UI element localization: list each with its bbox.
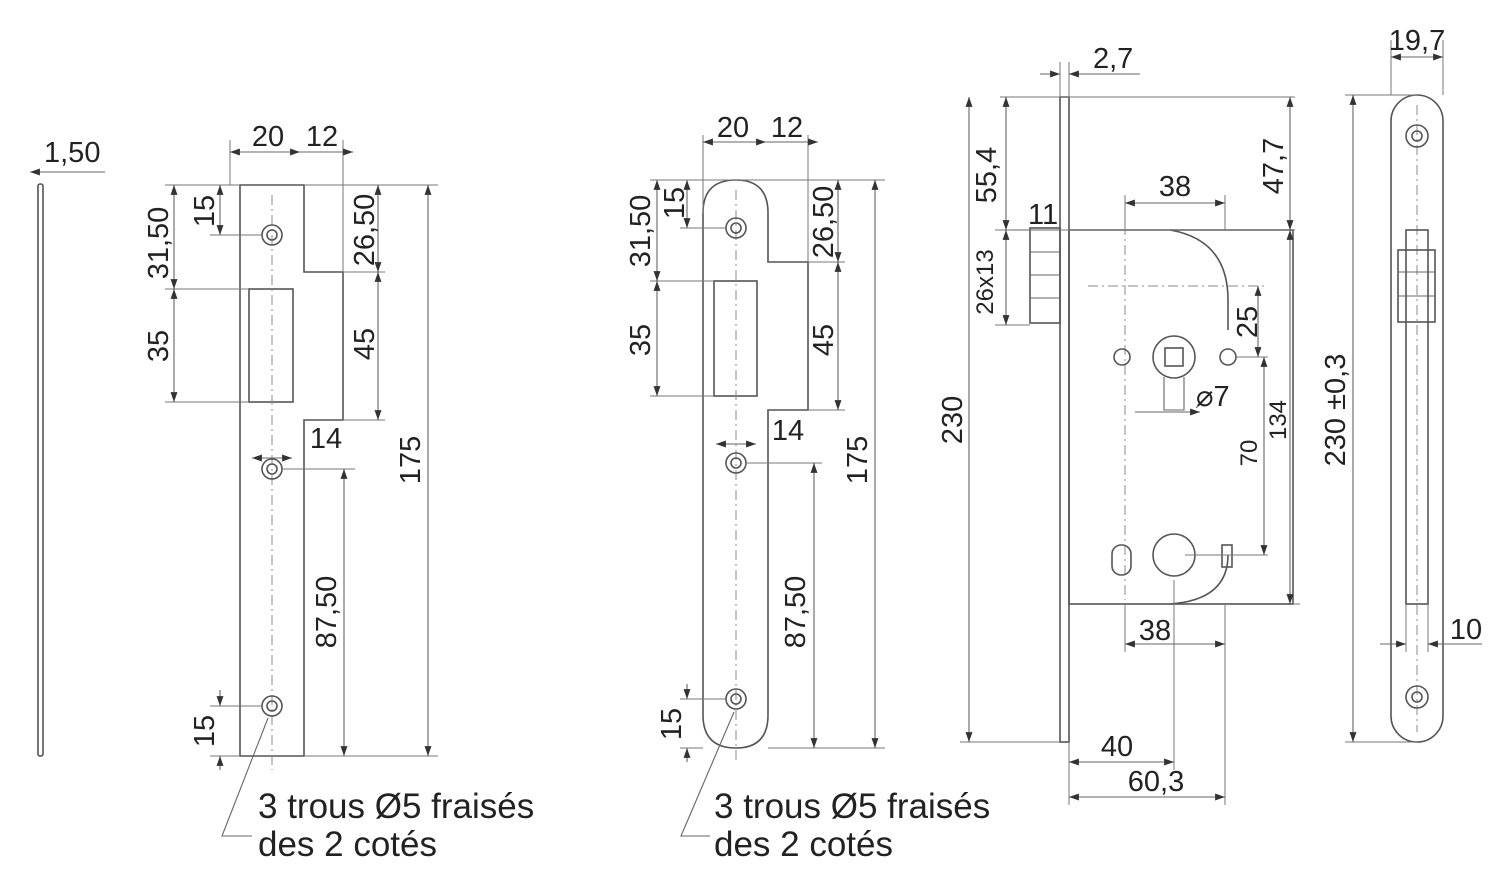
lip-top-label: 26,50 (808, 186, 840, 259)
lower-span-label: 87,50 (780, 576, 812, 649)
bolt-width-label: 10 (1450, 614, 1482, 646)
case-depth-label: 60,3 (1128, 766, 1184, 798)
to-opening-label: 31,50 (625, 195, 657, 268)
overall-height-label: 230 (937, 396, 969, 444)
bottom-hole-label: 15 (189, 715, 221, 747)
lock-faceplate-edge (1059, 96, 1070, 743)
top-to-latch-label: 55,4 (971, 147, 1003, 203)
holes-note-line2: des 2 cotés (714, 825, 893, 864)
latch-bolt (1029, 227, 1061, 324)
latch-opening (248, 288, 294, 403)
faceplate-latch-opening (1397, 249, 1436, 323)
backset-label: 40 (1101, 731, 1133, 763)
strike-plate-rounded: 20 12 15 31,50 35 26,50 45 14 175 87,50 … (625, 112, 990, 864)
latch-size-label: 26x13 (972, 249, 999, 314)
fixing-hole-upper (1113, 348, 1131, 366)
top-hole-label: 15 (659, 187, 691, 219)
holes-note-line1: 3 trous Ø5 fraisés (714, 787, 990, 826)
latch-mechanism (1169, 229, 1229, 330)
lock-body-side-view: 2,7 55,4 11 26x13 230 47,7 38 25 ⌀7 134 … (937, 43, 1300, 805)
plate-outline (702, 179, 809, 749)
note-leader (680, 711, 735, 837)
bottom-hole-label: 15 (656, 708, 688, 740)
holes-note-line2: des 2 cotés (258, 825, 437, 864)
spindle-follower (1152, 335, 1196, 411)
lip-top-label: 26,50 (349, 194, 381, 267)
lower-span-label: 87,50 (311, 576, 343, 649)
plate-outline (239, 184, 344, 757)
strike-plate-flat: 20 12 15 31,50 35 26,50 45 14 175 87,50 … (143, 121, 534, 864)
lip-label: 45 (349, 328, 381, 360)
plate-edge (37, 183, 44, 757)
faceplate-height-label: 230 ±0,3 (1320, 354, 1352, 467)
faceplate-screw-top (1405, 124, 1429, 148)
width-right-label: 12 (771, 112, 803, 144)
holes-note-line1: 3 trous Ø5 fraisés (258, 787, 534, 826)
lip-offset-label: 14 (772, 415, 804, 447)
bolt-pin (1221, 544, 1233, 568)
width-left-label: 20 (252, 121, 284, 153)
fixing-hole-lower (1111, 544, 1132, 576)
total-label: 175 (395, 436, 427, 484)
note-leader (221, 717, 269, 837)
width-right-label: 12 (306, 121, 338, 153)
lip-label: 45 (808, 324, 840, 356)
lip-offset-label: 14 (310, 423, 342, 455)
upper-spacing-label: 38 (1159, 171, 1191, 203)
strike-plate-side-view: 1,50 (30, 137, 105, 757)
faceplate-thickness-label: 2,7 (1093, 43, 1133, 75)
case-height-label: 134 (1265, 400, 1292, 440)
width-left-label: 20 (717, 112, 749, 144)
thickness-label: 1,50 (44, 137, 100, 169)
top-hole-label: 15 (189, 195, 221, 227)
faceplate-screw-bottom (1405, 685, 1429, 709)
latch-to-spindle-label: 25 (1232, 306, 1264, 338)
case-top-label: 47,7 (1258, 138, 1290, 194)
opening-label: 35 (625, 324, 657, 356)
faceplate-bolt-slot (1405, 229, 1429, 605)
opening-label: 35 (143, 330, 175, 362)
bolt-mechanism (1169, 554, 1229, 605)
spindle-label: ⌀7 (1196, 381, 1230, 413)
latch-pin (1219, 348, 1237, 366)
spindle-to-cylinder-label: 70 (1236, 440, 1263, 467)
lower-spacing-label: 38 (1139, 615, 1171, 647)
to-opening-label: 31,50 (143, 207, 175, 280)
latch-projection-label: 11 (1028, 199, 1058, 231)
faceplate-front-view: 19,7 230 ±0,3 10 (1320, 25, 1482, 743)
faceplate-width-label: 19,7 (1389, 25, 1445, 57)
total-label: 175 (842, 436, 874, 484)
